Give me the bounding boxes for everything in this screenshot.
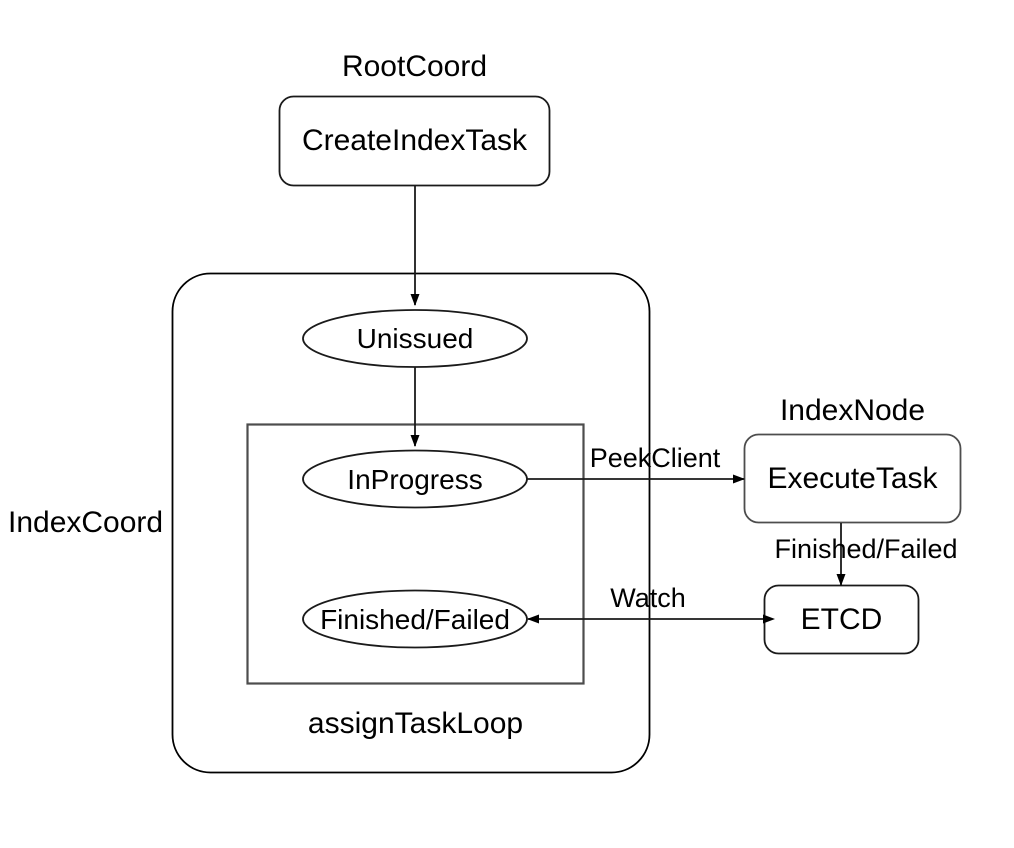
edge-label-peekclient: PeekClient <box>589 443 721 473</box>
node-inprogress-shape[interactable] <box>302 449 528 509</box>
container-indexcoord <box>171 272 651 774</box>
edge-label-watch: Watch <box>610 583 686 613</box>
container-label-indexnode: IndexNode <box>779 394 926 427</box>
node-etcd-shape[interactable] <box>763 584 920 655</box>
edge-label-finished-failed: Finished/Failed <box>774 534 958 564</box>
container-label-rootcoord: RootCoord <box>341 50 488 83</box>
node-createindextask-shape[interactable] <box>278 95 551 187</box>
node-finishedfailed-shape[interactable] <box>302 589 528 649</box>
container-label-assigntaskloop: assignTaskLoop <box>307 707 524 740</box>
container-label-indexcoord: IndexCoord <box>8 506 164 539</box>
node-unissued-shape[interactable] <box>302 309 528 368</box>
node-executetask-shape[interactable] <box>743 433 962 524</box>
